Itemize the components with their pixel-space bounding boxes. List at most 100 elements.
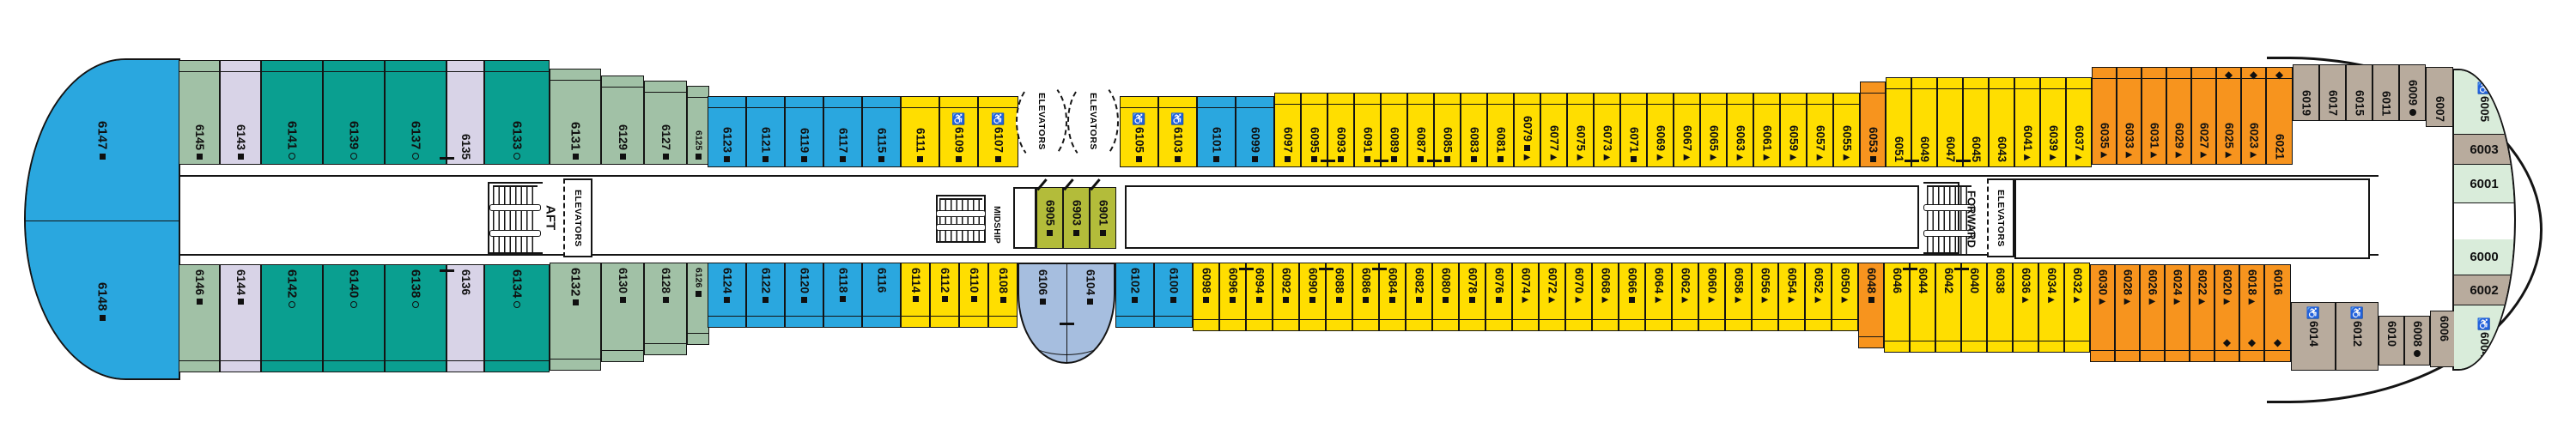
cabin-6003[interactable]: 6003 (2454, 135, 2514, 165)
cabin-6068[interactable]: 6068▶ (1592, 263, 1619, 331)
cabin-6135[interactable]: 6135 (440, 60, 484, 165)
cabin-6093[interactable]: 6093 (1321, 93, 1354, 167)
cabin-6059[interactable]: 6059▶ (1780, 93, 1807, 167)
cabin-6108[interactable]: 6108 (988, 263, 1018, 328)
cabin-6074[interactable]: 6074▶ (1512, 263, 1539, 331)
cabin-6116[interactable]: 6116 (862, 263, 901, 328)
cabin-6903[interactable]: 6903 (1063, 178, 1090, 249)
cabin-6024[interactable]: 6024▶ (2165, 264, 2190, 362)
cabin-6036[interactable]: 6036▶ (2013, 263, 2038, 353)
cabin-6130[interactable]: 6130 (601, 263, 644, 362)
cabin-6054[interactable]: 6054▶ (1778, 263, 1805, 331)
cabin-6065[interactable]: 6065▶ (1700, 93, 1727, 167)
cabin-6008[interactable]: 6008 (2404, 316, 2430, 366)
cabin-6086[interactable]: 6086 (1352, 263, 1379, 331)
cabin-6096[interactable]: 6096 (1219, 263, 1246, 331)
cabin-6047[interactable]: 6047 (1937, 77, 1963, 167)
cabin-6031[interactable]: 6031▶ (2142, 67, 2166, 165)
cabin-6905[interactable]: 6905 (1036, 178, 1063, 249)
cabin-6095[interactable]: 6095 (1301, 93, 1327, 167)
cabin-6123[interactable]: 6123 (708, 96, 746, 167)
cabin-6011[interactable]: 6011 (2372, 64, 2399, 121)
cabin-6022[interactable]: 6022▶ (2190, 264, 2215, 362)
cabin-6072[interactable]: 6072▶ (1539, 263, 1565, 331)
midship-elevator-lobby[interactable]: ELEVATORS ELEVATORS (1016, 80, 1119, 163)
cabin-6131[interactable]: 6131 (550, 69, 601, 165)
cabin-6101[interactable]: 6101 (1197, 96, 1236, 167)
cabin-6132[interactable]: 6132 (550, 263, 601, 371)
cabin-6009[interactable]: 6009 (2399, 64, 2426, 121)
cabin-6142[interactable]: 6142 (261, 264, 323, 372)
cabin-6110[interactable]: 6110 (959, 263, 988, 328)
cabin-6125[interactable]: 6125 (687, 86, 709, 165)
cabin-6049[interactable]: 6049 (1905, 77, 1937, 167)
cabin-6091[interactable]: 6091 (1354, 93, 1381, 167)
cabin-6016[interactable]: 6016◆ (2264, 264, 2291, 362)
cabin-6147[interactable]: 6147 (26, 60, 179, 221)
cabin-6129[interactable]: 6129 (601, 76, 644, 165)
cabin-6097[interactable]: 6097 (1274, 93, 1301, 167)
cabin-6136[interactable]: 6136 (440, 264, 484, 372)
cabin-6037[interactable]: 6037▶ (2066, 77, 2092, 167)
cabin-6090[interactable]: 6090 (1299, 263, 1326, 331)
cabin-6062[interactable]: 6062▶ (1672, 263, 1698, 331)
cabin-6076[interactable]: 6076 (1485, 263, 1512, 331)
cabin-6092[interactable]: 6092 (1273, 263, 1299, 331)
cabin-6048[interactable]: 6048 (1858, 263, 1884, 348)
cabin-6143[interactable]: 6143 (220, 60, 261, 165)
cabin-6145[interactable]: 6145 (179, 60, 220, 165)
cabin-6094[interactable]: 6094 (1239, 263, 1273, 331)
cabin-6010[interactable]: 6010 (2379, 316, 2404, 366)
cabin-6050[interactable]: 6050▶ (1832, 263, 1858, 331)
cabin-6041[interactable]: 6041▶ (2014, 77, 2040, 167)
cabin-6134[interactable]: 6134 (484, 264, 550, 372)
cabin-6111[interactable]: 6111 (901, 96, 939, 167)
cabin-6085[interactable]: 6085 (1427, 93, 1461, 167)
cabin-6066[interactable]: 6066 (1619, 263, 1645, 331)
cabin-6080[interactable]: 6080 (1432, 263, 1459, 331)
cabin-6015[interactable]: 6015 (2346, 64, 2372, 121)
cabin-6088[interactable]: 6088 (1319, 263, 1352, 331)
cabin-6034[interactable]: 6034▶ (2038, 263, 2064, 353)
cabin-6098[interactable]: 6098 (1193, 263, 1219, 331)
cabin-6126[interactable]: 6126 (687, 263, 709, 345)
cabin-6077[interactable]: 6077▶ (1540, 93, 1567, 167)
cabin-6058[interactable]: 6058▶ (1725, 263, 1752, 331)
cabin-6067[interactable]: 6067▶ (1674, 93, 1700, 167)
cabin-6044[interactable]: 6044 (1903, 263, 1935, 353)
cabin-6146[interactable]: 6146 (179, 264, 220, 372)
cabin-6004[interactable]: ♿6004 (2454, 305, 2514, 369)
cabin-6043[interactable]: 6043 (1989, 77, 2014, 167)
cabin-6007[interactable]: 6007 (2426, 67, 2453, 127)
cabin-6087[interactable]: 6087 (1407, 93, 1434, 167)
cabin-6028[interactable]: 6028▶ (2115, 264, 2140, 362)
cabin-6040[interactable]: 6040 (1954, 263, 1987, 353)
cabin-6144[interactable]: 6144 (220, 264, 261, 372)
cabin-6042[interactable]: 6042 (1935, 263, 1961, 353)
aft-elevators[interactable]: ELEVATORS (563, 178, 592, 257)
cabin-6051[interactable]: 6051 (1886, 77, 1911, 167)
cabin-6071[interactable]: 6071 (1620, 93, 1647, 167)
cabin-6120[interactable]: 6120 (785, 263, 823, 328)
cabin-6081[interactable]: 6081 (1487, 93, 1514, 167)
cabin-6082[interactable]: 6082 (1406, 263, 1432, 331)
cabin-6030[interactable]: 6030▶ (2090, 264, 2115, 362)
cabin-6070[interactable]: 6070▶ (1565, 263, 1592, 331)
cabin-6124[interactable]: 6124 (708, 263, 746, 328)
cabin-6002[interactable]: 6002 (2454, 275, 2514, 305)
cabin-6055[interactable]: 6055▶ (1833, 93, 1860, 167)
cabin-6115[interactable]: 6115 (862, 96, 901, 167)
cabin-6122[interactable]: 6122 (746, 263, 785, 328)
cabin-6121[interactable]: 6121 (746, 96, 785, 167)
cabin-6139[interactable]: 6139 (323, 60, 385, 165)
cabin-6000[interactable]: 6000 (2454, 239, 2514, 275)
cabin-6114[interactable]: 6114 (901, 263, 930, 328)
cabin-6107[interactable]: ♿6107 (978, 96, 1018, 167)
cabin-6089[interactable]: 6089 (1374, 93, 1407, 167)
cabin-6141[interactable]: 6141 (261, 60, 323, 165)
cabin-6045[interactable]: 6045 (1956, 77, 1989, 167)
cabin-6064[interactable]: 6064▶ (1645, 263, 1672, 331)
cabin-6105[interactable]: ♿6105 (1120, 96, 1158, 167)
cabin-6053[interactable]: 6053 (1860, 82, 1886, 167)
cabin-6117[interactable]: 6117 (823, 96, 862, 167)
